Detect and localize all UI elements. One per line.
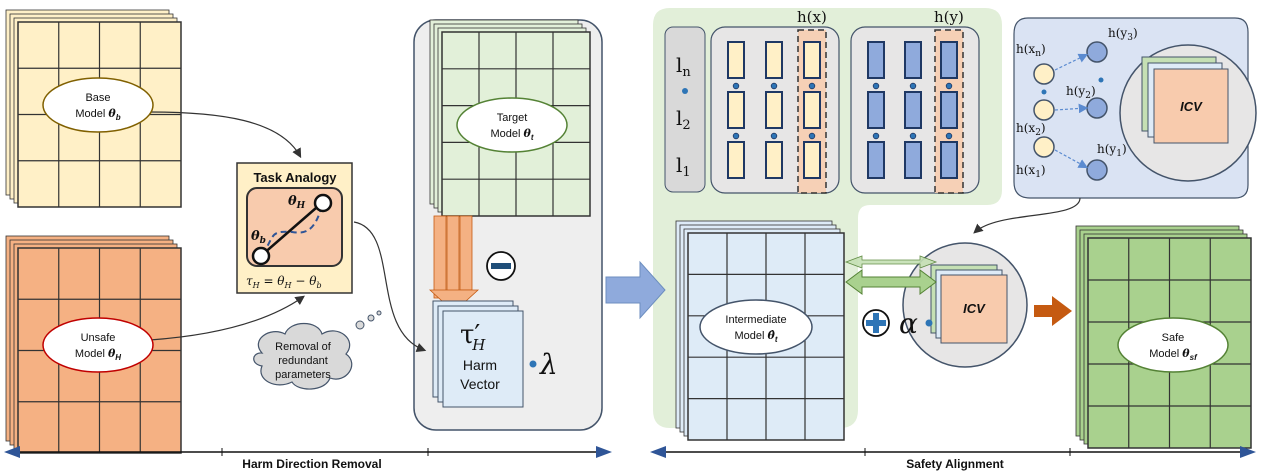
task-formula: τH = θH − θb — [246, 274, 322, 290]
icv-small-label: ICV — [1180, 99, 1203, 114]
svg-text:Unsafe: Unsafe — [81, 332, 116, 344]
svg-text:Model θb: Model θb — [75, 107, 120, 122]
cloud — [253, 310, 382, 390]
double-arrow — [845, 269, 937, 295]
transfer-arrow — [605, 260, 666, 320]
icv-main-label: ICV — [963, 301, 986, 316]
svg-text:Model θsf: Model θsf — [1149, 347, 1198, 362]
cloud-line1: Removal of — [275, 341, 332, 353]
analogy-arrow — [261, 207, 317, 256]
icv-panel-nodes — [1033, 41, 1108, 181]
hy1-label: h(y1) — [1097, 142, 1127, 159]
unsafe-to-analogy-arrow — [149, 295, 305, 341]
cloud-line2: redundant — [278, 355, 328, 367]
hidden-x-bars — [727, 41, 821, 179]
hy-label: h(y) — [934, 8, 964, 26]
svg-text:Intermediate: Intermediate — [725, 314, 786, 326]
icv-small-card — [1153, 68, 1229, 144]
alpha-symbol: α — [899, 307, 918, 340]
right-section-arrow — [650, 446, 1256, 458]
svg-text:Model θt: Model θt — [490, 127, 533, 142]
cloud-line3: parameters — [275, 369, 331, 381]
svg-text:Safe: Safe — [1162, 332, 1185, 344]
lambda-symbol: λ — [539, 348, 558, 381]
hidden-y-bars — [867, 41, 958, 179]
harm-line2: Vector — [460, 376, 500, 392]
right-section-label: Safety Alignment — [906, 457, 1004, 471]
hy3-label: h(y3) — [1108, 26, 1138, 43]
orange-arrows — [428, 215, 480, 313]
harm-tau: τ′H — [460, 320, 486, 354]
hx-label: h(x) — [797, 8, 827, 26]
harm-vector-card — [442, 310, 524, 408]
base-to-analogy-arrow — [149, 111, 302, 159]
brown-arrow — [1034, 296, 1072, 326]
task-analogy-title: Task Analogy — [253, 170, 337, 185]
hx1-label: h(x1) — [1016, 163, 1046, 180]
harm-line1: Harm — [463, 357, 497, 373]
icv-connector — [973, 197, 1081, 234]
analogy-to-harm-arrow — [353, 221, 427, 352]
layer-dot — [682, 88, 688, 94]
layer-l2: l2 — [676, 106, 691, 133]
svg-text:Target: Target — [497, 112, 528, 124]
layer-column — [664, 26, 706, 193]
theta-h-label: θH — [288, 194, 306, 211]
layer-ln: ln — [676, 53, 691, 80]
left-section-arrow — [4, 446, 612, 458]
left-section-label: Harm Direction Removal — [242, 457, 381, 471]
hxn-label: h(xn) — [1016, 42, 1046, 59]
hy2-label: h(y2) — [1066, 84, 1096, 101]
svg-text:Model θH: Model θH — [75, 347, 121, 362]
hx2-label: h(x2) — [1016, 121, 1046, 138]
svg-text:Base: Base — [85, 92, 110, 104]
svg-text:Model θ̂t: Model θ̂t — [734, 329, 777, 344]
theta-b-label: θb — [251, 229, 266, 246]
icv-main-card — [940, 274, 1008, 344]
layer-l1: l1 — [676, 153, 691, 180]
